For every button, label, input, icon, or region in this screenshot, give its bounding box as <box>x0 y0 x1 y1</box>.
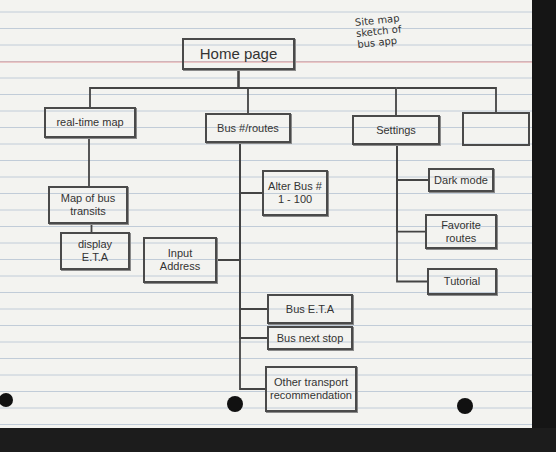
paper-rules <box>0 12 532 425</box>
dark-edge <box>532 0 556 452</box>
punch-hole <box>0 393 13 407</box>
paper-rule <box>0 78 532 79</box>
sketch-note: Site map sketch of bus app <box>354 11 415 50</box>
page-box: Bus E.T.A <box>267 294 353 324</box>
box-label: Dark mode <box>434 174 488 187</box>
paper-rule <box>0 424 532 425</box>
connector-line <box>240 143 267 309</box>
page-box: Alter Bus # 1 - 100 <box>262 170 328 216</box>
paper-rule <box>0 259 532 260</box>
box-label: Favorite routes <box>431 219 491 244</box>
page-box: Settings <box>352 115 440 145</box>
connector-line <box>239 70 397 115</box>
paper-rule <box>0 144 532 145</box>
connector-line <box>397 145 428 180</box>
box-label: Alter Bus # 1 - 100 <box>268 180 322 205</box>
paper-rule <box>0 342 532 343</box>
dark-edge <box>0 428 556 452</box>
paper-rule <box>0 111 532 112</box>
box-label: Other transport recommendation <box>270 376 352 401</box>
box-label: Map of bus transits <box>54 192 122 217</box>
page-box: Bus #/routes <box>205 113 291 143</box>
box-label: real-time map <box>56 116 123 129</box>
box-label: Bus E.T.A <box>286 303 334 316</box>
connector-line <box>88 138 90 186</box>
page-box: Map of bus transits <box>48 186 128 224</box>
connector-line <box>240 143 262 193</box>
home-box: Home page <box>182 38 295 70</box>
page-box: Other transport recommendation <box>265 366 357 412</box>
connector-line <box>91 224 93 232</box>
page-box: Input Address <box>143 237 217 283</box>
connector-line <box>239 70 249 113</box>
connector-line <box>217 143 240 260</box>
paper-rule <box>0 12 532 13</box>
empty-box <box>463 113 529 145</box>
paper-rule <box>0 292 532 293</box>
paper-rule <box>0 94 532 95</box>
page-box: Favorite routes <box>425 214 497 249</box>
connector-line <box>397 145 427 282</box>
box-label: Tutorial <box>444 275 480 288</box>
box-label: Bus #/routes <box>217 122 279 135</box>
page-box: Bus next stop <box>267 326 353 350</box>
paper-rule <box>0 160 532 161</box>
page-box: Dark mode <box>428 168 494 192</box>
paper-rule <box>0 45 532 46</box>
punch-hole <box>227 396 243 412</box>
box-label: Input Address <box>149 247 211 272</box>
branch-line <box>397 88 496 113</box>
page-box: real-time map <box>44 107 136 138</box>
paper-rule <box>0 325 532 326</box>
paper-rule <box>0 358 532 359</box>
box-label: Home page <box>200 45 278 62</box>
box-label: Bus next stop <box>277 332 344 345</box>
page-box: Tutorial <box>427 268 497 295</box>
paper-rule <box>0 28 532 29</box>
box-label: Settings <box>376 124 416 137</box>
page-box: display E.T.A <box>60 232 130 270</box>
connector-line <box>90 70 239 107</box>
box-label: display E.T.A <box>66 238 124 263</box>
connector-line <box>397 145 425 232</box>
punch-hole <box>457 398 473 414</box>
